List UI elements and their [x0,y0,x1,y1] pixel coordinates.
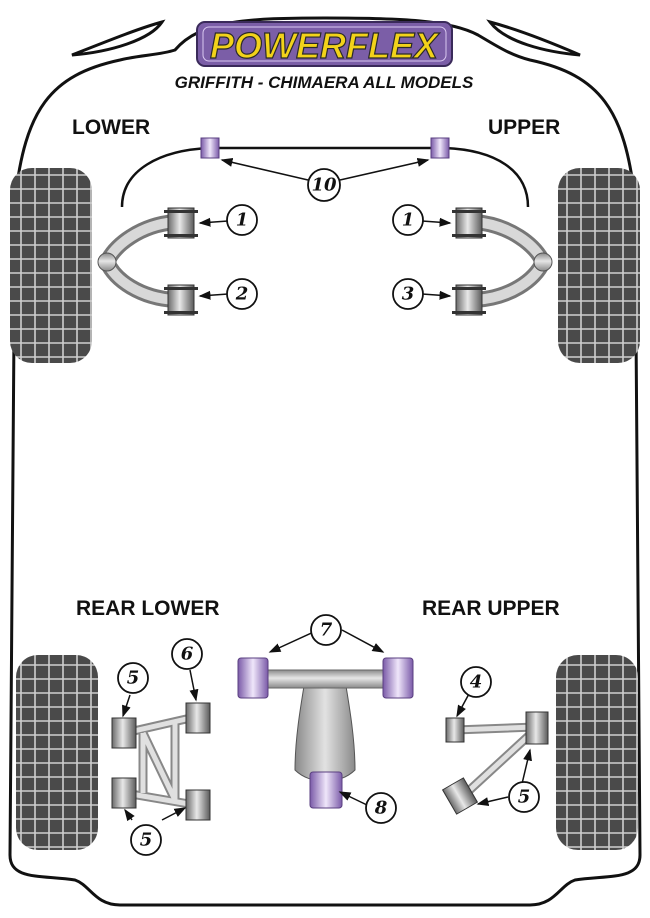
callout-8: 8 [365,792,397,824]
model-subtitle: GRIFFITH - CHIMAERA ALL MODELS [175,73,474,92]
label-rear-lower: REAR LOWER [76,597,220,620]
svg-text:2: 2 [235,284,249,305]
svg-text:5: 5 [127,668,140,689]
callout-5-rear-upper: 5 [508,781,540,813]
callout-1-upper: 1 [392,204,424,236]
svg-text:5: 5 [518,787,531,808]
front-upper-arm [452,207,553,316]
left-mirror [71,19,166,57]
tyre-rear-right [556,655,638,850]
svg-text:6: 6 [181,644,194,665]
callout-1-lower: 1 [226,204,258,236]
differential-mount [237,657,414,809]
label-front-lower: LOWER [72,116,150,139]
tyre-front-left [10,168,92,363]
callout-2: 2 [226,278,258,310]
svg-text:1: 1 [236,210,249,231]
anti-roll-bar [120,137,530,208]
powerflex-logo: POWERFLEX [196,21,453,67]
svg-text:4: 4 [470,672,483,693]
callout-5-rear-lower-bottom: 5 [130,824,162,856]
svg-text:5: 5 [140,830,153,851]
front-lower-arm [97,207,198,316]
svg-text:8: 8 [374,798,388,819]
callout-7: 7 [310,614,342,646]
callout-4: 4 [460,666,492,698]
svg-text:3: 3 [402,284,415,305]
svg-text:1: 1 [402,210,415,231]
leader-lines [122,157,532,822]
label-front-upper: UPPER [488,116,560,139]
callout-6: 6 [171,638,203,670]
rear-upper-arm [441,711,549,815]
callout-10: 10 [307,168,341,202]
tyre-front-right [558,168,640,363]
callout-5-rear-lower-inner: 5 [117,662,149,694]
callout-3: 3 [392,278,424,310]
tyre-rear-left [16,655,98,850]
svg-text:7: 7 [320,620,333,641]
svg-text:10: 10 [311,175,337,196]
rear-lower-arm [111,702,211,821]
logo-text: POWERFLEX [210,25,440,66]
label-rear-upper: REAR UPPER [422,597,560,620]
right-mirror [486,19,581,57]
